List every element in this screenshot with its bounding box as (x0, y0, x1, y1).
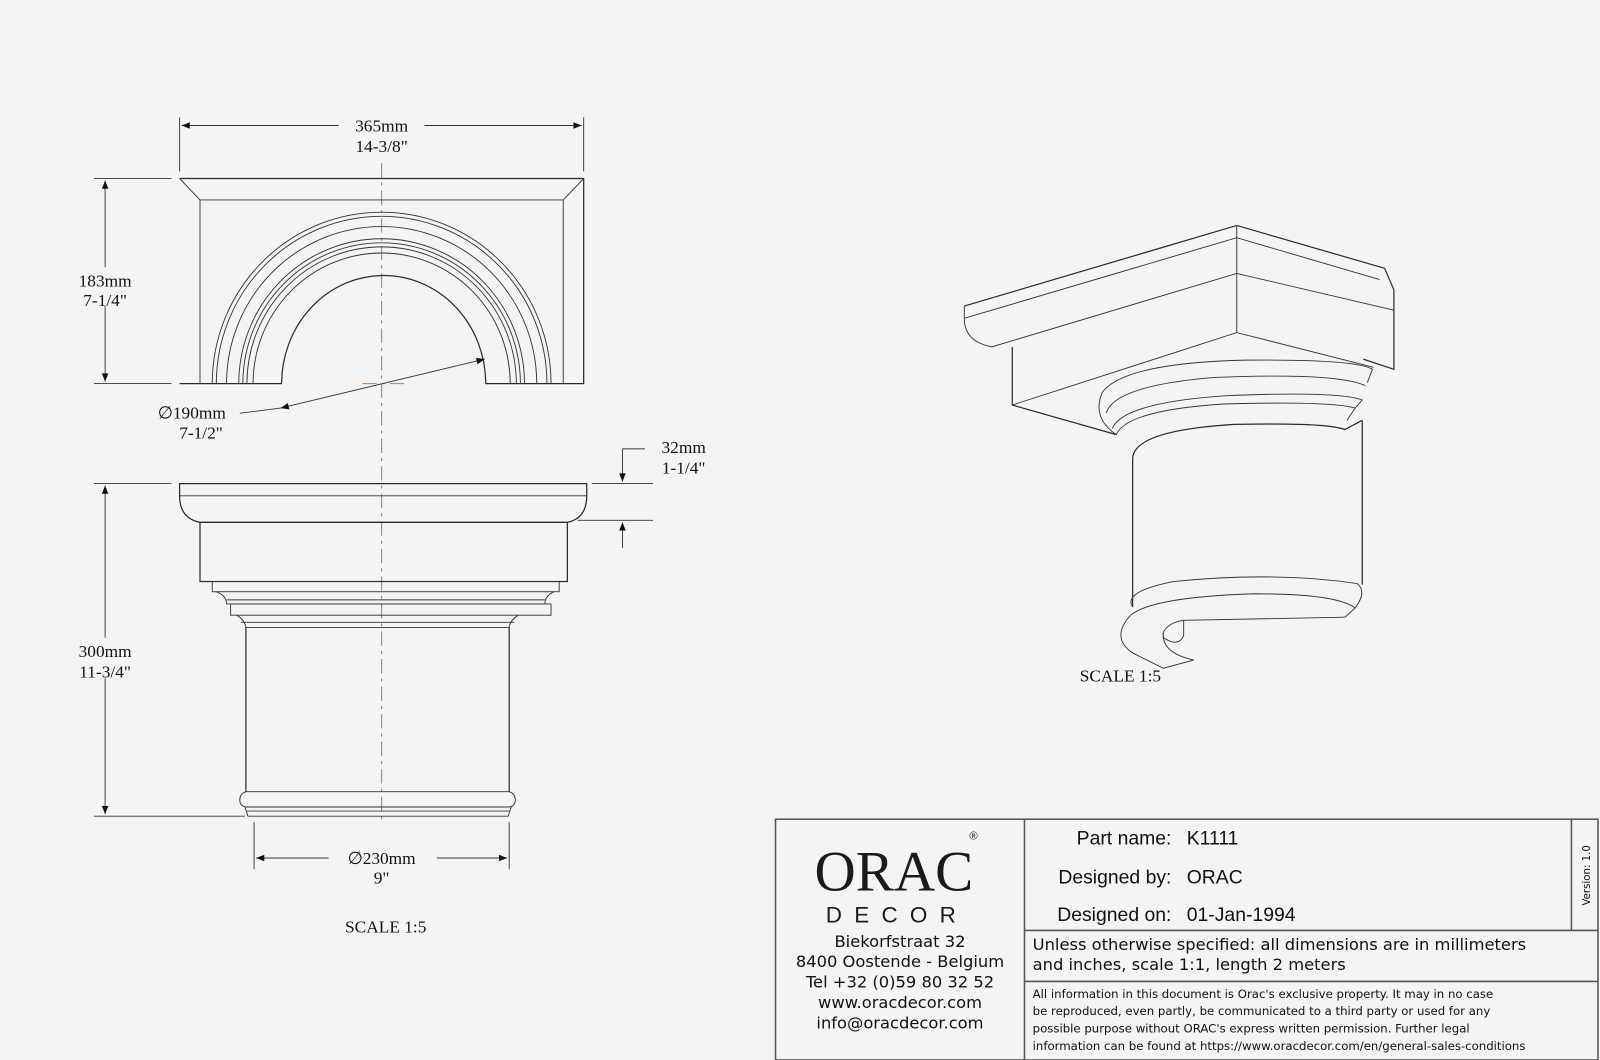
top-view (179, 177, 585, 385)
dimension-diameter: ∅230mm 9" (253, 822, 510, 888)
front-height-mm: 300mm (79, 642, 132, 661)
company-address: Biekorfstraat 32 8400 Oostende - Belgium… (796, 932, 1004, 1033)
svg-text:8400 Oostende - Belgium: 8400 Oostende - Belgium (796, 952, 1004, 971)
svg-text:®: ® (969, 831, 978, 843)
dimension-abacus: 32mm 1-1/4" (577, 438, 707, 548)
units-note-line-2: and inches, scale 1:1, length 2 meters (1033, 955, 1346, 974)
designed-by-value: ORAC (1187, 867, 1243, 889)
designed-by-label: Designed by: (1058, 867, 1171, 889)
units-note-line-1: Unless otherwise specified: all dimensio… (1033, 935, 1527, 954)
abacus-in: 1-1/4" (662, 458, 706, 477)
dimension-bore: ∅190mm 7-1/2" (158, 357, 485, 443)
svg-text:www.oracdecor.com: www.oracdecor.com (818, 993, 982, 1012)
front-scale-label: SCALE 1:5 (345, 917, 426, 936)
bore-mm: ∅190mm (158, 403, 227, 422)
top-height-in: 7-1/4" (83, 291, 127, 310)
legal-line-2: be reproduced, even partly, be communica… (1033, 1004, 1491, 1018)
diameter-mm: ∅230mm (348, 849, 417, 868)
title-block: ORAC ® DECOR Biekorfstraat 32 8400 Ooste… (774, 818, 1599, 1060)
abacus-mm: 32mm (662, 438, 707, 457)
front-height-in: 11-3/4" (79, 662, 131, 681)
part-name-value: K1111 (1187, 828, 1239, 850)
legal-line-3: possible purpose without ORAC's express … (1033, 1021, 1470, 1035)
svg-text:ORAC: ORAC (815, 841, 974, 904)
top-height-mm: 183mm (79, 272, 132, 291)
svg-text:Tel +32 (0)59 80 32 52: Tel +32 (0)59 80 32 52 (805, 973, 994, 992)
part-name-label: Part name: (1077, 828, 1172, 850)
iso-scale-label: SCALE 1:5 (1080, 667, 1161, 686)
dimension-top-height: 183mm 7-1/4" (79, 178, 172, 385)
bore-in: 7-1/2" (179, 424, 223, 443)
designed-on-label: Designed on: (1057, 904, 1171, 926)
designed-on-value: 01-Jan-1994 (1187, 904, 1296, 926)
diameter-in: 9" (374, 869, 390, 888)
width-in: 14-3/8" (355, 137, 407, 156)
legal-line-1: All information in this document is Orac… (1033, 987, 1494, 1001)
svg-text:info@oracdecor.com: info@oracdecor.com (816, 1013, 983, 1032)
legal-line-4: information can be found at https://www.… (1033, 1039, 1526, 1053)
dimension-width: 365mm 14-3/8" (179, 117, 585, 172)
isometric-view (963, 224, 1395, 669)
orac-decor-logo: ORAC ® DECOR (815, 831, 979, 928)
dimension-front-height: 300mm 11-3/4" (79, 483, 245, 817)
svg-text:Biekorfstraat 32: Biekorfstraat 32 (834, 932, 965, 951)
front-view (178, 482, 588, 817)
version-label: Version: 1.0 (1582, 845, 1593, 905)
width-mm: 365mm (355, 117, 408, 136)
svg-text:DECOR: DECOR (826, 902, 968, 927)
